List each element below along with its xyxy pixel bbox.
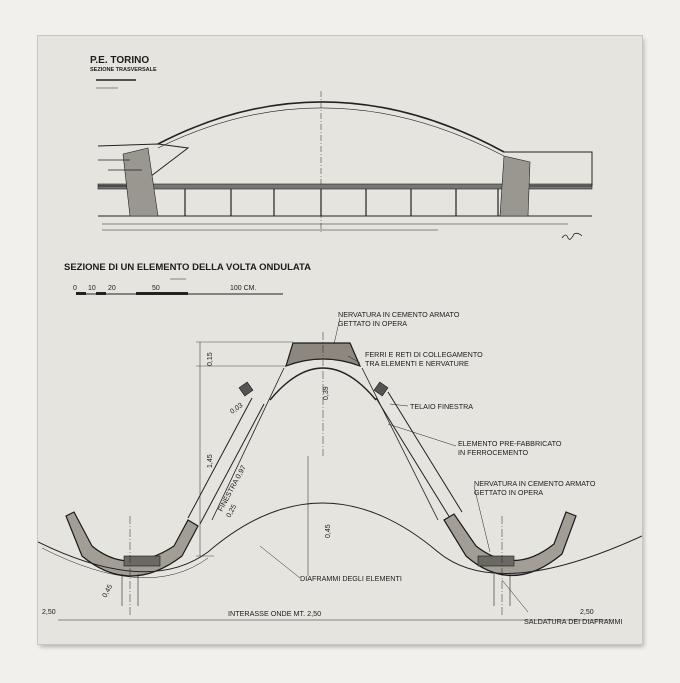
dim-0-45-mid: 0,45 — [325, 524, 332, 538]
label-ferri-line2: TRA ELEMENTI E NERVATURE — [365, 359, 469, 368]
dim-2-50-left: 2,50 — [42, 609, 56, 616]
label-nervatura-top-line2: GETTATO IN OPERA — [338, 319, 407, 328]
label-elemento-line1: ELEMENTO PRE-FABBRICATO — [458, 439, 562, 448]
label-nervatura-bottom-line1: NERVATURA IN CEMENTO ARMATO — [474, 479, 596, 488]
leader-lines — [259, 317, 529, 613]
drawing-title: P.E. TORINO — [90, 55, 149, 66]
label-elemento-line2: IN FERROCEMENTO — [458, 448, 529, 457]
dim-0-15: 0,15 — [207, 352, 214, 366]
dim-1-45: 1,45 — [207, 454, 214, 468]
scale-bar: 0 10 20 50 100 CM. — [73, 285, 283, 295]
left-support — [122, 147, 159, 217]
dim-0-45-left: 0,45 — [102, 584, 115, 599]
vault-arch — [157, 101, 505, 153]
label-nervatura-top-line1: NERVATURA IN CEMENTO ARMATO — [338, 310, 460, 319]
top-scale-mark — [96, 79, 136, 89]
label-saldatura: SALDATURA DEI DIAFRAMMI — [524, 617, 623, 626]
technical-drawing: P.E. TORINO SEZIONE TRASVERSALE — [37, 55, 643, 626]
wave-section — [37, 332, 643, 621]
label-interasse: INTERASSE ONDE MT. 2,50 — [228, 609, 321, 618]
signature — [561, 232, 583, 240]
label-diaframmi: DIAFRAMMI DEGLI ELEMENTI — [300, 574, 402, 583]
scale-tick-100: 100 CM. — [230, 285, 257, 292]
label-ferri-line1: FERRI E RETI DI COLLEGAMENTO — [365, 350, 483, 359]
dim-2-50-right: 2,50 — [580, 609, 594, 616]
scale-tick-0: 0 — [73, 285, 77, 292]
scale-tick-20: 20 — [108, 285, 116, 292]
drawing-sheet: P.E. TORINO SEZIONE TRASVERSALE — [37, 36, 643, 644]
transverse-section — [97, 91, 593, 240]
label-nervatura-bottom-line2: GETTATO IN OPERA — [474, 488, 543, 497]
scale-tick-50: 50 — [152, 285, 160, 292]
dim-0-39: 0,39 — [323, 386, 330, 400]
dim-0-03: 0,03 — [229, 402, 244, 416]
drawing-subtitle: SEZIONE TRASVERSALE — [90, 67, 157, 73]
section-title: SEZIONE DI UN ELEMENTO DELLA VOLTA ONDUL… — [64, 262, 311, 273]
diaphragm-curve — [37, 502, 643, 575]
right-support — [499, 155, 531, 217]
left-trough-element — [65, 511, 199, 577]
label-telaio: TELAIO FINESTRA — [410, 402, 473, 411]
scale-tick-10: 10 — [88, 285, 96, 292]
